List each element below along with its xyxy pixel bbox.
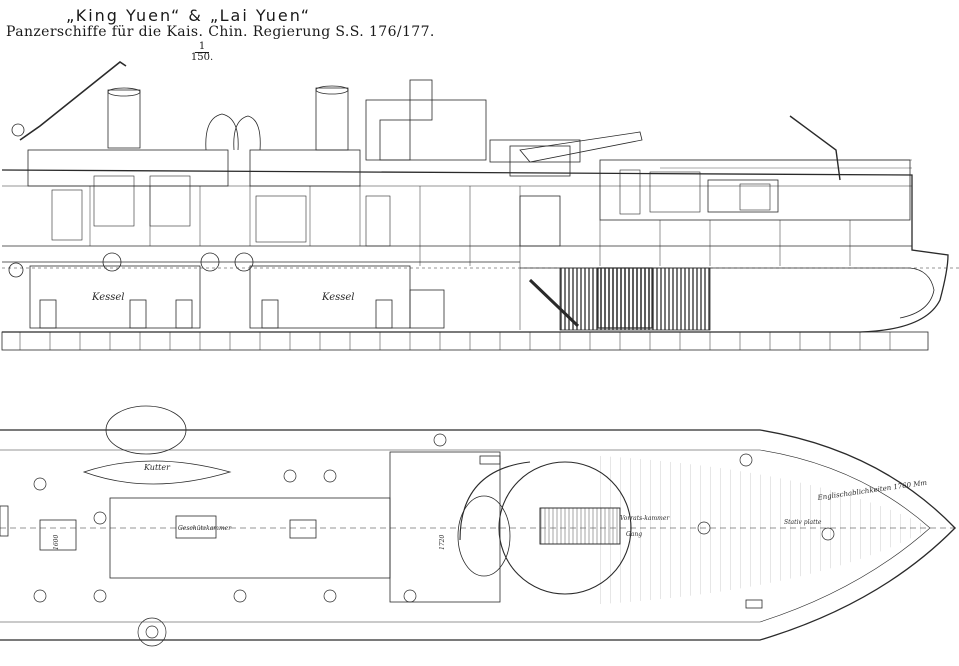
keel-strip-divisions <box>19 332 891 350</box>
gun-room-label: Geschützkammer <box>178 525 232 532</box>
pipe-elbow-4 <box>8 262 24 278</box>
conning-bridge <box>365 99 487 161</box>
dimension-label-mid: 1720 <box>439 535 446 550</box>
cutter-boat <box>82 460 232 485</box>
drawing-subtitle: Panzerschiffe für die Kais. Chin. Regier… <box>6 24 435 40</box>
portholes <box>33 433 835 647</box>
gun-slide-frame <box>539 507 621 545</box>
boiler-door-2 <box>129 299 147 329</box>
scale-denominator: 150. <box>190 52 214 63</box>
fore-bitts-2 <box>745 599 763 609</box>
boiler-label-left: Kessel <box>91 292 125 303</box>
pipe-elbow-1 <box>102 252 122 272</box>
main-gun-barrel <box>519 131 643 163</box>
stativ-label: Stativ platte <box>784 519 822 526</box>
hull-outline <box>1 169 949 333</box>
fore-cabin <box>707 179 779 213</box>
gun-room-box <box>175 515 217 539</box>
scale-fraction: 1 150. <box>190 42 214 63</box>
mast-house <box>409 79 433 121</box>
boiler-door-4 <box>261 299 279 329</box>
gang-label: Gang <box>626 531 642 538</box>
scale-numerator: 1 <box>195 42 209 53</box>
boiler-room-left <box>29 265 201 329</box>
funnel-aft <box>107 89 141 149</box>
title-block: „King Yuen“ & „Lai Yuen“ Panzerschiffe f… <box>0 0 434 70</box>
gun-slide <box>539 507 621 545</box>
turret-loop <box>457 495 511 577</box>
aft-crane-winch <box>11 123 25 137</box>
cutter-label: Kutter <box>143 463 171 472</box>
fore-bitts-1 <box>479 455 501 465</box>
ventilator-1 <box>205 113 239 151</box>
shell-room <box>597 267 653 329</box>
funnel-aft-cap <box>107 87 141 97</box>
fore-deck-planking <box>600 456 930 604</box>
funnel-fore-cap <box>315 85 349 95</box>
fore-superstructure <box>599 159 911 221</box>
pipe-elbow-2 <box>200 252 220 272</box>
ventilator-2 <box>233 115 261 151</box>
boiler-label-right: Kessel <box>321 292 355 303</box>
fore-boat-crane <box>789 115 841 181</box>
boiler-door-1 <box>39 299 57 329</box>
superstructure-windows <box>51 169 771 247</box>
pipe-elbow-3 <box>234 252 254 272</box>
stern-fitting <box>0 505 9 537</box>
forward-deckhouse <box>389 451 501 603</box>
boiler-door-3 <box>175 299 193 329</box>
ammunition-hoist <box>519 195 561 247</box>
turret-barbette <box>498 461 632 595</box>
drawing-title: „King Yuen“ & „Lai Yuen“ <box>66 6 312 25</box>
mid-superstructure <box>249 149 361 187</box>
aft-hatch <box>39 519 77 551</box>
turret-rail-outer <box>459 461 531 541</box>
engine-block <box>409 289 445 329</box>
fore-bridge <box>489 139 581 163</box>
funnel-fore <box>315 87 349 151</box>
dimension-label-left: 1600 <box>53 535 60 550</box>
small-hatch <box>289 519 317 539</box>
boiler-door-5 <box>375 299 393 329</box>
aft-boat-crane <box>19 61 127 141</box>
chart-house <box>379 119 411 161</box>
ladder <box>528 278 580 328</box>
stores-label: Vorrats-kammer <box>620 515 670 522</box>
deck-railing <box>660 159 912 169</box>
keel-strip <box>1 331 929 351</box>
central-deckhouse <box>109 497 391 579</box>
deck-plan-view <box>0 405 959 647</box>
gun-mounting <box>509 145 571 177</box>
ram-bow <box>520 267 935 319</box>
inner-deck-outline <box>0 449 931 623</box>
frame-lines <box>89 186 851 330</box>
aft-superstructure <box>27 149 229 187</box>
profile-view <box>1 61 959 351</box>
aft-searchlight-platform <box>105 405 187 455</box>
